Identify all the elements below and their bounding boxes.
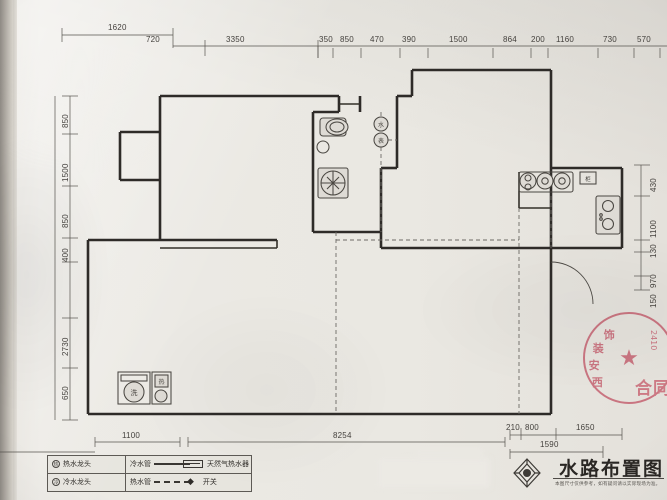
svg-text:表: 表 (378, 137, 384, 145)
hot-water-faucet-icon: 热 (52, 460, 60, 469)
dim-bottom-210: 210 (506, 423, 520, 432)
dim-bottom-8254: 8254 (333, 431, 352, 440)
legend-table: 热 热水龙头 冷水管 冷 冷水龙头 热水管 (47, 455, 252, 492)
dim-right-130: 130 (649, 244, 658, 258)
legend-label-cold-pipe: 冷水管 (130, 460, 151, 469)
fixture-washing-machine: 洗 (117, 371, 151, 405)
dim-top-720: 720 (146, 35, 160, 44)
fixture-wall-cabinet: 柜 (579, 171, 597, 185)
svg-text:水: 水 (378, 121, 384, 129)
dim-left-850-b: 850 (61, 214, 70, 228)
dim-top-350: 350 (319, 35, 333, 44)
dim-left-2730: 2730 (61, 337, 70, 356)
redacted-area-center (378, 458, 490, 488)
dim-right-1100: 1100 (649, 219, 658, 238)
dashed-line-icon (154, 481, 190, 484)
title-underline (553, 478, 664, 479)
company-logo-icon (513, 458, 541, 488)
dim-top-1500: 1500 (449, 35, 468, 44)
dim-top-864: 864 (503, 35, 517, 44)
dim-left-400: 400 (61, 248, 70, 262)
valve-switch-icon: ◆ (187, 476, 194, 487)
dim-left-650: 650 (61, 386, 70, 400)
legend-label-cold-faucet: 冷水龙头 (63, 478, 91, 487)
fixture-shower (317, 167, 349, 199)
dim-right-430: 430 (649, 178, 658, 192)
dim-right-970: 970 (649, 274, 658, 288)
dim-bottom-1100: 1100 (122, 431, 141, 440)
title-note: 本图尺寸仅供参考，如有疑问请以实际现场为准。 (555, 482, 661, 487)
dim-bottom-1650: 1650 (576, 423, 595, 432)
dim-top-1160: 1160 (556, 35, 575, 44)
legend-row-cold-faucet: 冷 冷水龙头 (48, 473, 126, 491)
redacted-area-upper (414, 448, 484, 458)
dim-bottom-800: 800 (525, 423, 539, 432)
dim-top-200: 200 (531, 35, 545, 44)
svg-text:柜: 柜 (585, 175, 591, 183)
legend-label-gas-heater: 天然气热水器 (207, 460, 249, 469)
page-title: 水路布置图 (559, 458, 665, 480)
legend-label-switch: 开关 (202, 478, 217, 487)
dim-top-1620: 1620 (108, 23, 127, 32)
dim-left-1500: 1500 (61, 163, 70, 182)
legend-label-hot-faucet: 热水龙头 (63, 460, 91, 469)
fixture-water-heater: 热 (151, 371, 172, 405)
dim-left-850-a: 850 (61, 114, 70, 128)
svg-text:热: 热 (158, 378, 164, 386)
dim-bottom-1590: 1590 (540, 440, 559, 449)
dim-top-850: 850 (340, 35, 354, 44)
fixture-water-meter-group: 水 表 (373, 116, 389, 148)
dim-top-3350: 3350 (226, 35, 245, 44)
title-block: 水路布置图 本图尺寸仅供参考，如有疑问请以实际现场为准。 (497, 450, 667, 496)
dim-top-470: 470 (370, 35, 384, 44)
legend-row-gas-heater: 天然气热水器 (178, 456, 251, 474)
legend-row-hot-pipe: 热水管 (126, 474, 251, 492)
cold-water-faucet-icon: 冷 (52, 478, 60, 487)
fixture-toilet (316, 117, 349, 154)
svg-text:洗: 洗 (131, 388, 138, 397)
fixture-kitchen-sinks (518, 171, 574, 193)
dim-top-570: 570 (637, 35, 651, 44)
dim-right-150: 150 (649, 294, 658, 308)
legend-row-hot-faucet: 热 热水龙头 (48, 456, 126, 474)
legend-table-right: 天然气热水器 ◆ 开关 (178, 455, 252, 492)
dim-top-390: 390 (402, 35, 416, 44)
binding-strip-shadow (13, 0, 17, 500)
fixture-gas-cooktop (595, 195, 621, 235)
gas-water-heater-icon (183, 460, 203, 469)
solid-line-icon (154, 463, 190, 466)
legend-row-switch: ◆ 开关 (178, 474, 251, 492)
dim-top-730: 730 (603, 35, 617, 44)
binding-strip (0, 0, 13, 500)
legend-label-hot-pipe: 热水管 (130, 478, 151, 487)
